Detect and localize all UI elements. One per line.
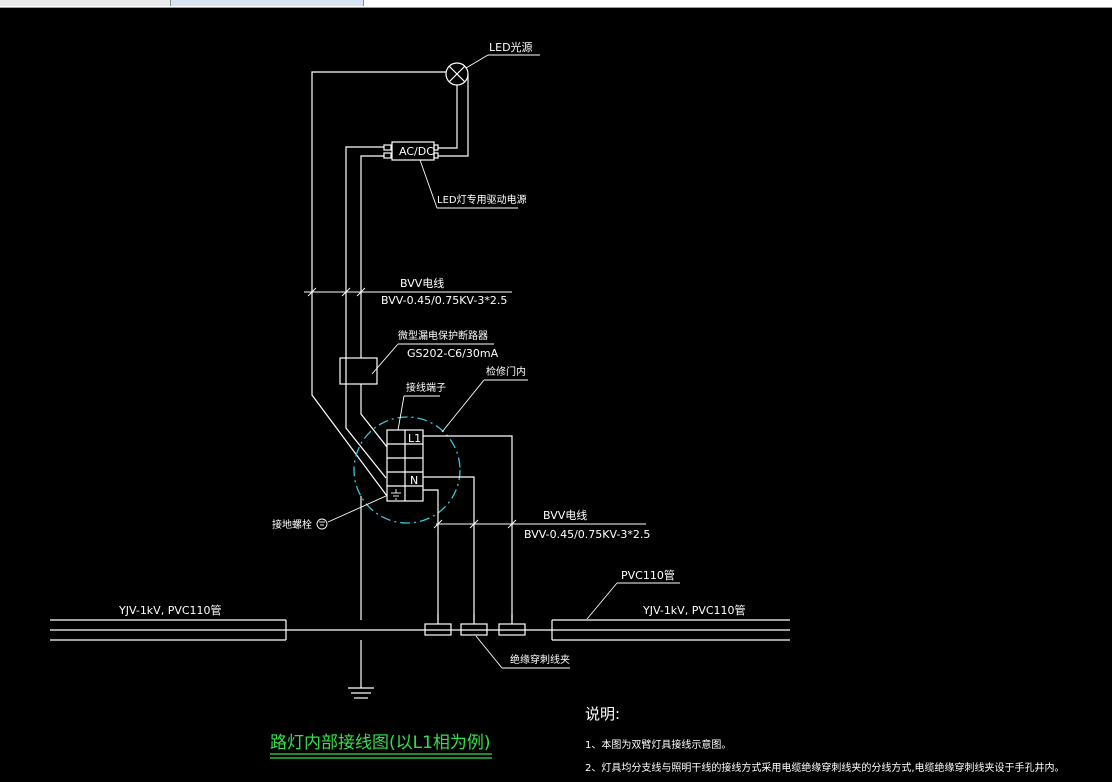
access-door-circle: [353, 416, 461, 524]
driver-wires: [345, 146, 387, 479]
terminal-block-label: 接线端子: [406, 381, 446, 394]
pvc-leader: [586, 582, 680, 620]
piercing-clamps: [424, 614, 526, 636]
notes-heading: 说明:: [585, 705, 620, 723]
breaker-label-leader: [371, 343, 494, 375]
terminal-block: [386, 429, 424, 502]
terminal-l1-label: L1: [408, 432, 421, 445]
access-door-leader: [441, 379, 528, 433]
breaker-model-label: GS202-C6/30mA: [407, 347, 499, 360]
main-cable: [50, 619, 790, 641]
lamp-wires: [311, 71, 469, 497]
terminal-label-leader: [397, 395, 440, 431]
ground-electrode: [348, 496, 374, 699]
bvv-top-dimension: [304, 287, 512, 297]
grounding-label: 接地螺栓: [272, 518, 312, 531]
led-label-leader: [465, 54, 540, 69]
acdc-driver-box: [383, 141, 439, 161]
toolbar-tab-active[interactable]: [171, 0, 364, 6]
bvv-bottom-spec: BVV-0.45/0.75KV-3*2.5: [524, 528, 650, 541]
access-door-label: 检修门内: [486, 365, 526, 378]
window-top-bar: [0, 0, 1112, 8]
cad-drawing: LED光源 AC/DC LED灯专用驱动电源 BVV电线 BVV-0.45/0.…: [50, 40, 1065, 774]
notes-item-2: 2、灯具均分支线与照明干线的接线方式采用电缆绝缘穿刺线夹的分线方式,电缆绝缘穿刺…: [585, 761, 1065, 774]
bvv-bottom-name: BVV电线: [543, 508, 587, 522]
led-driver-label: LED灯专用驱动电源: [437, 193, 527, 206]
notes-item-1: 1、本图为双臂灯具接线示意图。: [585, 738, 731, 751]
acdc-label: AC/DC: [399, 145, 434, 158]
toolbar-tab[interactable]: [0, 0, 171, 6]
diagram-title: 路灯内部接线图(以L1相为例): [270, 733, 491, 753]
grounding-bolt: [316, 495, 387, 530]
breaker-output-wire: [360, 384, 388, 448]
clamp-label: 绝缘穿刺线夹: [510, 653, 570, 666]
cable-left-label: YJV-1kV, PVC110管: [118, 603, 222, 617]
breaker-box: [339, 357, 378, 385]
led-light-label: LED光源: [489, 40, 533, 54]
cable-right-label: YJV-1kV, PVC110管: [642, 603, 746, 617]
driver-label-leader: [419, 159, 518, 209]
led-lamp-symbol: [445, 62, 469, 86]
bvv-bottom-dimension: [433, 519, 646, 529]
bvv-top-name: BVV电线: [400, 276, 444, 290]
pvc-pipe-label: PVC110管: [621, 568, 675, 582]
bvv-top-spec: BVV-0.45/0.75KV-3*2.5: [381, 294, 507, 307]
terminal-ground-symbol: [391, 489, 401, 500]
terminal-n-label: N: [410, 474, 418, 487]
output-wires: [423, 435, 513, 620]
clamp-leader: [475, 635, 570, 669]
breaker-name-label: 微型漏电保护断路器: [398, 329, 488, 342]
